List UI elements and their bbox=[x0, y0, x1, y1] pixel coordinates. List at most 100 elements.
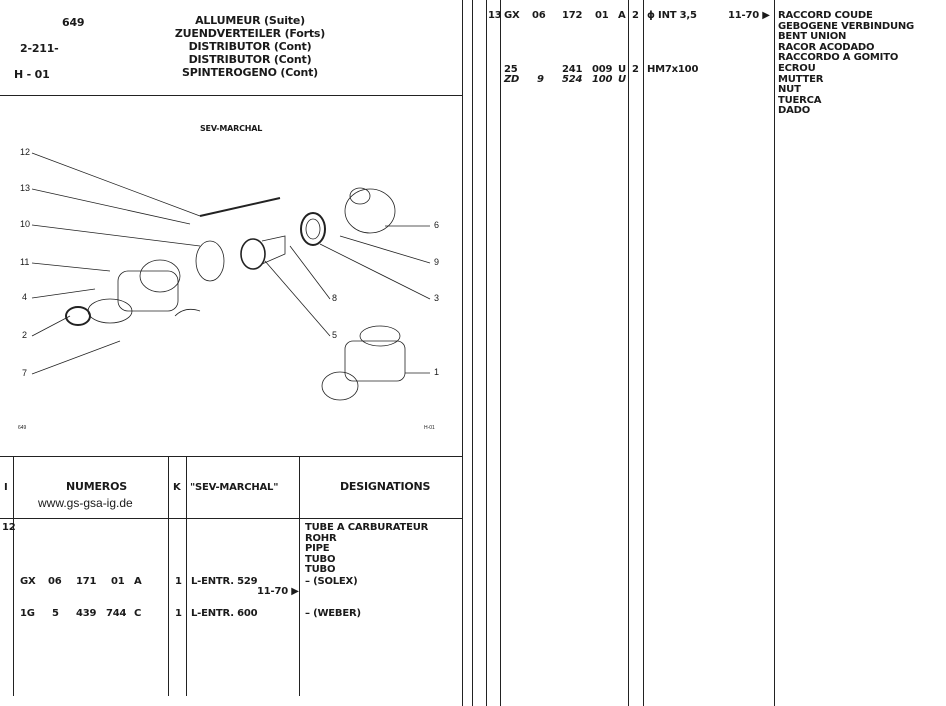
part-prefix: GX bbox=[504, 10, 520, 21]
callout-13: 13 bbox=[20, 183, 31, 193]
designation-line: ECROU bbox=[778, 62, 816, 74]
part-quantity: 1 bbox=[175, 576, 182, 587]
title-fr: ALLUMEUR (Suite) bbox=[195, 14, 305, 27]
designation-line: TUBO bbox=[305, 564, 336, 575]
part-number: 439 bbox=[76, 608, 97, 619]
right-designation-block: RACCORD COUDE GEBOGENE VERBINDUNG BENT U… bbox=[778, 10, 915, 117]
exploded-diagram: SEV-MARCHAL bbox=[0, 96, 462, 454]
designation-line: PIPE bbox=[305, 543, 330, 554]
part-letter: C bbox=[134, 608, 142, 619]
col-sep-k bbox=[186, 456, 187, 696]
callout-2: 2 bbox=[22, 330, 28, 340]
part-quantity: 2 bbox=[632, 10, 639, 21]
designation-line: MUTTER bbox=[778, 73, 824, 85]
designation-line: TUBO bbox=[305, 553, 336, 565]
part-ref: ϕ INT 3,5 bbox=[647, 10, 697, 21]
item-number: 12 bbox=[2, 522, 16, 533]
title-it: SPINTEROGENO (Cont) bbox=[181, 66, 319, 79]
diagram-title: SEV-MARCHAL bbox=[200, 124, 263, 133]
part-suffix: 744 bbox=[106, 608, 127, 619]
part-desc: – (WEBER) bbox=[305, 608, 361, 619]
r-col-sep-4 bbox=[643, 0, 644, 706]
center-divider bbox=[462, 0, 463, 706]
part-date: 11-70 ▶ bbox=[257, 586, 299, 597]
part-number: 241 bbox=[562, 64, 583, 75]
diagram-footer-right: H-01 bbox=[424, 425, 435, 431]
part-ref: L-ENTR. 600 bbox=[191, 608, 258, 619]
callout-3: 3 bbox=[434, 293, 440, 303]
ref-code: 2-211- bbox=[20, 42, 59, 55]
col-header-designations: DESIGNATIONS bbox=[340, 480, 431, 493]
part-suffix: 100 bbox=[592, 74, 613, 85]
part-quantity: 1 bbox=[175, 608, 182, 619]
part-group: 5 bbox=[52, 608, 59, 619]
callout-9: 9 bbox=[434, 257, 440, 267]
part-suffix: 009 bbox=[592, 64, 613, 75]
part-group: 06 bbox=[532, 10, 546, 21]
part-prefix: 1G bbox=[20, 608, 35, 619]
callout-4: 4 bbox=[22, 292, 28, 302]
designation-line: TUBE A CARBURATEUR bbox=[305, 522, 429, 533]
part-group: 06 bbox=[48, 576, 62, 587]
designation-line: GEBOGENE VERBINDUNG bbox=[778, 20, 915, 32]
part-prefix: ZD bbox=[504, 74, 520, 85]
part-group: 9 bbox=[537, 74, 544, 85]
callout-5: 5 bbox=[332, 330, 338, 340]
designation-line: BENT UNION bbox=[778, 31, 847, 43]
designation-line: NUT bbox=[778, 84, 801, 96]
designation-line: RACCORD COUDE bbox=[778, 10, 873, 21]
designation-line: RACCORDO A GOMITO bbox=[778, 52, 899, 64]
item-number: 13 bbox=[488, 10, 502, 21]
designation-line: TUERCA bbox=[778, 94, 822, 106]
table-top-border bbox=[0, 456, 462, 457]
diagram-top-border bbox=[0, 95, 462, 96]
col-sep-sev bbox=[299, 456, 300, 696]
page-number: 649 bbox=[62, 16, 85, 29]
col-header-k: K bbox=[173, 482, 181, 493]
callout-12: 12 bbox=[20, 147, 31, 157]
part-letter: A bbox=[134, 576, 142, 587]
part-number: 172 bbox=[562, 10, 583, 21]
callout-8: 8 bbox=[332, 293, 338, 303]
col-header-numeros: NUMEROS bbox=[66, 480, 127, 493]
designation-block: TUBE A CARBURATEUR ROHR PIPE TUBO TUBO bbox=[305, 522, 429, 576]
r-col-sep-2 bbox=[500, 0, 501, 706]
col-sep-numeros bbox=[168, 456, 169, 696]
part-prefix: GX bbox=[20, 576, 36, 587]
r-col-sep-3 bbox=[628, 0, 629, 706]
callout-10: 10 bbox=[20, 219, 31, 229]
designation-line: RACOR ACODADO bbox=[778, 41, 875, 53]
col-sep-i bbox=[13, 456, 14, 696]
part-quantity: 2 bbox=[632, 64, 639, 75]
part-suffix: 01 bbox=[595, 10, 609, 21]
part-desc: – (SOLEX) bbox=[305, 576, 358, 587]
col-header-sev: "SEV-MARCHAL" bbox=[190, 482, 279, 493]
part-suffix: 01 bbox=[111, 576, 125, 587]
r-col-sep-5 bbox=[774, 0, 775, 706]
title-de: ZUENDVERTEILER (Forts) bbox=[174, 27, 326, 40]
part-number: 524 bbox=[562, 74, 583, 85]
center-divider-2 bbox=[472, 0, 473, 706]
col-header-i: I bbox=[4, 482, 8, 493]
part-date: 11-70 ▶ bbox=[728, 10, 770, 21]
callout-11: 11 bbox=[20, 257, 30, 267]
callout-1: 1 bbox=[434, 367, 440, 377]
part-ref: L-ENTR. 529 bbox=[191, 576, 258, 587]
diagram-footer-left: 649 bbox=[18, 425, 27, 431]
section-code: H - 01 bbox=[14, 68, 50, 81]
title-en: DISTRIBUTOR (Cont) bbox=[188, 40, 312, 53]
diagram-drawing bbox=[31, 152, 431, 401]
designation-line: ROHR bbox=[305, 532, 337, 544]
table-header-bottom bbox=[0, 518, 462, 519]
part-prefix: 25 bbox=[504, 64, 518, 75]
callout-7: 7 bbox=[22, 368, 28, 378]
callout-6: 6 bbox=[434, 220, 440, 230]
website-link[interactable]: www.gs-gsa-ig.de bbox=[38, 496, 133, 510]
part-letter: U bbox=[618, 64, 626, 75]
designation-line: DADO bbox=[778, 105, 811, 117]
r-col-sep-1 bbox=[486, 0, 487, 706]
part-letter: U bbox=[618, 74, 626, 85]
part-letter: A bbox=[618, 10, 626, 21]
part-ref: HM7x100 bbox=[647, 64, 699, 75]
title-es: DISTRIBUTOR (Cont) bbox=[188, 53, 312, 66]
